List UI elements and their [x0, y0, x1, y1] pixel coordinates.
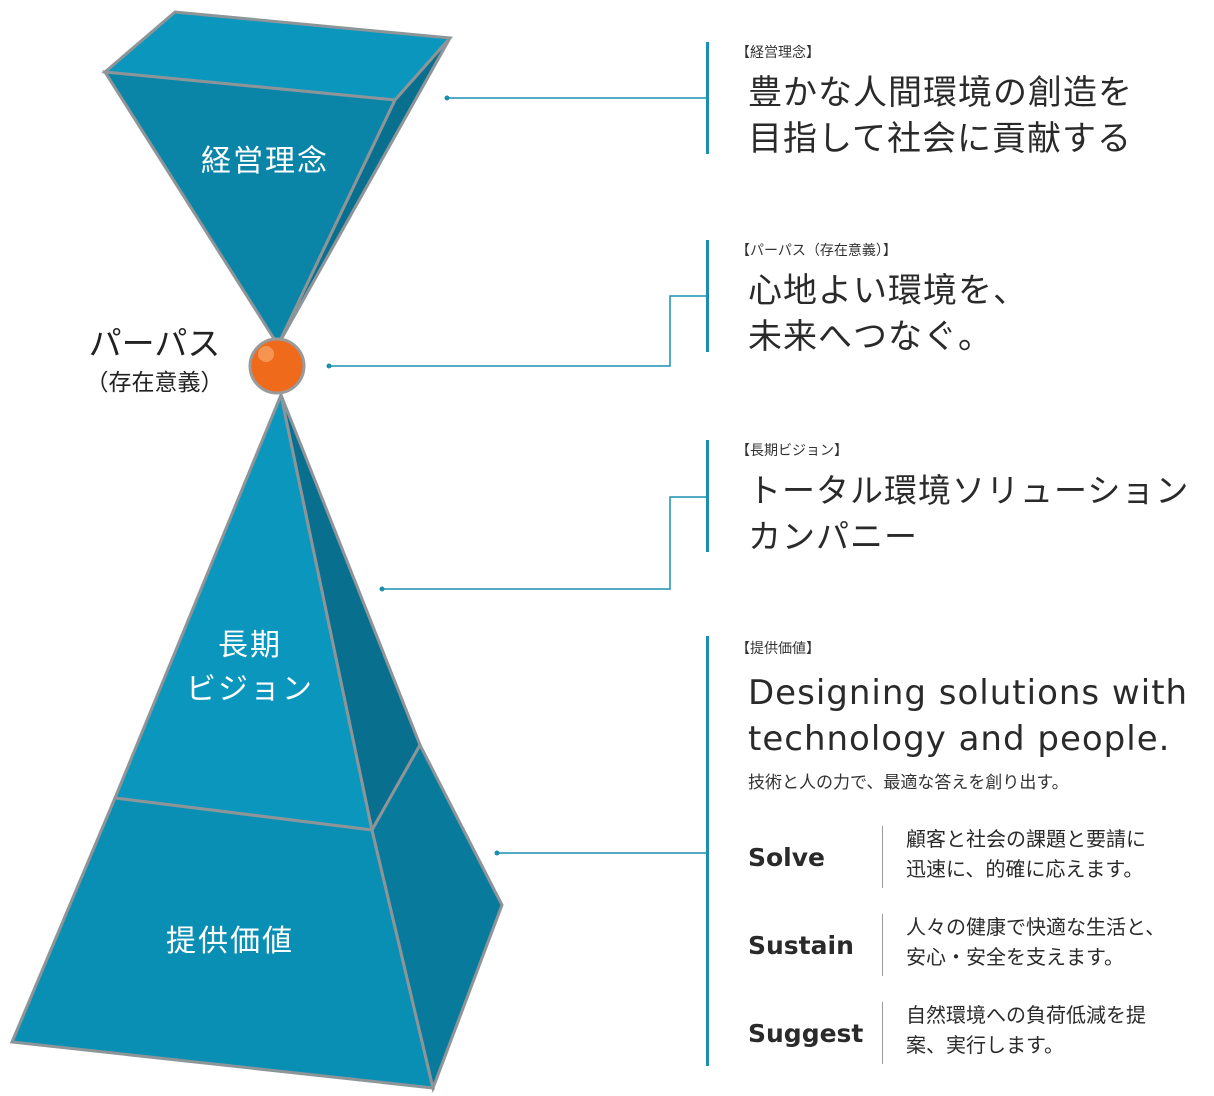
purpose-statement: 心地よい環境を、 未来へつなぐ。 [748, 268, 1028, 360]
vision-connector-dot [379, 586, 385, 592]
philosophy-side-face [276, 37, 452, 346]
row-desc-solve-line2: 迅速に、的確に応えます。 [906, 857, 1144, 881]
value-en-line2: technology and people. [748, 719, 1171, 759]
purpose-line2: 未来へつなぐ。 [748, 317, 993, 357]
row-desc-solve: 顧客と社会の課題と要請に 迅速に、的確に応えます。 [906, 824, 1146, 884]
philosophy-shape-label: 経営理念 [201, 144, 329, 179]
purpose-sphere [248, 337, 306, 395]
row-key-suggest: Suggest [748, 1019, 864, 1048]
purpose-connector-dot [326, 363, 332, 369]
vision-shape-label: 長期 ビジョン [150, 624, 350, 712]
vision-statement: トータル環境ソリューション カンパニー [748, 468, 1189, 560]
purpose-shape-label: パーパス （存在意義） [62, 322, 247, 400]
vision-label-line1: 長期 [218, 628, 282, 663]
philosophy-line2: 目指して社会に貢献する [748, 119, 1132, 159]
value-subtitle: 技術と人の力で、最適な答えを創り出す。 [748, 773, 1069, 793]
vision-tag: 【長期ビジョン】 [736, 443, 848, 459]
value-statement-en: Designing solutions with technology and … [748, 670, 1188, 762]
philosophy-connector-dot [444, 95, 450, 101]
row-desc-suggest: 自然環境への負荷低減を提 案、実行します。 [906, 1000, 1146, 1060]
purpose-tag: 【パーパス（存在意義）】 [736, 243, 897, 259]
row-separator [882, 1002, 883, 1064]
row-desc-suggest-line2: 案、実行します。 [906, 1033, 1064, 1057]
row-key-solve: Solve [748, 843, 826, 872]
philosophy-inverted-pyramid [101, 10, 454, 349]
row-desc-solve-line1: 顧客と社会の課題と要請に [906, 827, 1146, 851]
purpose-connector [329, 295, 706, 367]
vision-value-pyramid [9, 389, 504, 1094]
value-en-line1: Designing solutions with [748, 673, 1189, 713]
philosophy-bar [706, 42, 709, 154]
value-connector-dot [494, 850, 500, 856]
philosophy-statement: 豊かな人間環境の創造を 目指して社会に貢献する [748, 70, 1133, 162]
value-side-face [370, 741, 504, 1094]
row-key-sustain: Sustain [748, 931, 854, 960]
row-desc-suggest-line1: 自然環境への負荷低減を提 [906, 1003, 1146, 1027]
purpose-bar [706, 240, 709, 352]
value-tag: 【提供価値】 [736, 641, 820, 657]
purpose-line1: 心地よい環境を、 [748, 271, 1028, 311]
row-desc-sustain: 人々の健康で快適な生活と、 安心・安全を支えます。 [906, 912, 1165, 972]
purpose-label-line2: （存在意義） [85, 370, 224, 396]
philosophy-line1: 豊かな人間環境の創造を [748, 73, 1133, 113]
row-separator [882, 914, 883, 976]
row-desc-sustain-line2: 安心・安全を支えます。 [906, 945, 1124, 969]
row-separator [882, 826, 883, 888]
philosophy-tag: 【経営理念】 [736, 45, 820, 61]
value-bar [706, 636, 709, 1066]
row-desc-sustain-line1: 人々の健康で快適な生活と、 [906, 915, 1166, 939]
vision-label-line2: ビジョン [186, 672, 314, 707]
vision-line1: トータル環境ソリューション [748, 471, 1190, 510]
purpose-label-line1: パーパス [88, 324, 221, 363]
vision-bar [706, 440, 709, 552]
vision-line2: カンパニー [748, 517, 918, 556]
value-shape-label: 提供価値 [166, 924, 294, 959]
vision-connector [382, 496, 706, 590]
